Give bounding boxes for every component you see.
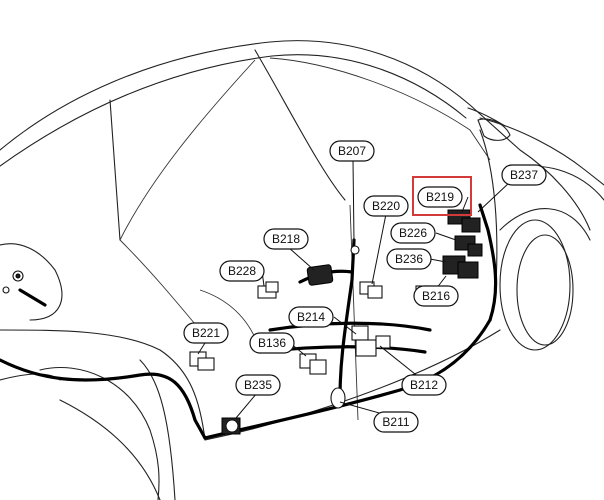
label-b214-text: B214	[297, 310, 325, 324]
label-b211-text: B211	[382, 415, 409, 429]
label-b236: B236	[386, 248, 432, 270]
label-b136-text: B136	[258, 336, 286, 350]
label-b214: B214	[288, 306, 334, 328]
label-b226: B226	[390, 222, 436, 244]
label-b136: B136	[249, 332, 295, 354]
label-b207: B207	[329, 140, 375, 162]
label-b228-text: B228	[228, 264, 256, 278]
connectors	[2, 209, 483, 435]
label-b207-text: B207	[338, 144, 366, 158]
label-b219-text: B219	[426, 190, 454, 204]
label-b220-text: B220	[372, 199, 400, 213]
label-b218: B218	[263, 228, 309, 250]
connector-labels: B207 B219 B237 B220 B226 B218 B236	[183, 140, 547, 433]
label-b235-text: B235	[244, 378, 272, 392]
label-b237: B237	[501, 164, 547, 186]
label-b218-text: B218	[272, 232, 300, 246]
label-b219: B219	[417, 186, 463, 208]
highlight-box	[412, 176, 472, 216]
label-b212: B212	[401, 374, 447, 396]
label-b221: B221	[183, 322, 229, 344]
label-b220: B220	[363, 195, 409, 217]
label-b212-text: B212	[410, 378, 438, 392]
label-b216-text: B216	[422, 289, 450, 303]
label-b236-text: B236	[395, 252, 423, 266]
label-b216: B216	[413, 285, 459, 307]
label-b237-text: B237	[510, 168, 538, 182]
label-b226-text: B226	[399, 226, 427, 240]
label-b235: B235	[235, 374, 281, 396]
label-b211: B211	[373, 411, 419, 433]
car-body-outline	[0, 40, 604, 500]
label-b228: B228	[219, 260, 265, 282]
label-b221-text: B221	[192, 326, 220, 340]
